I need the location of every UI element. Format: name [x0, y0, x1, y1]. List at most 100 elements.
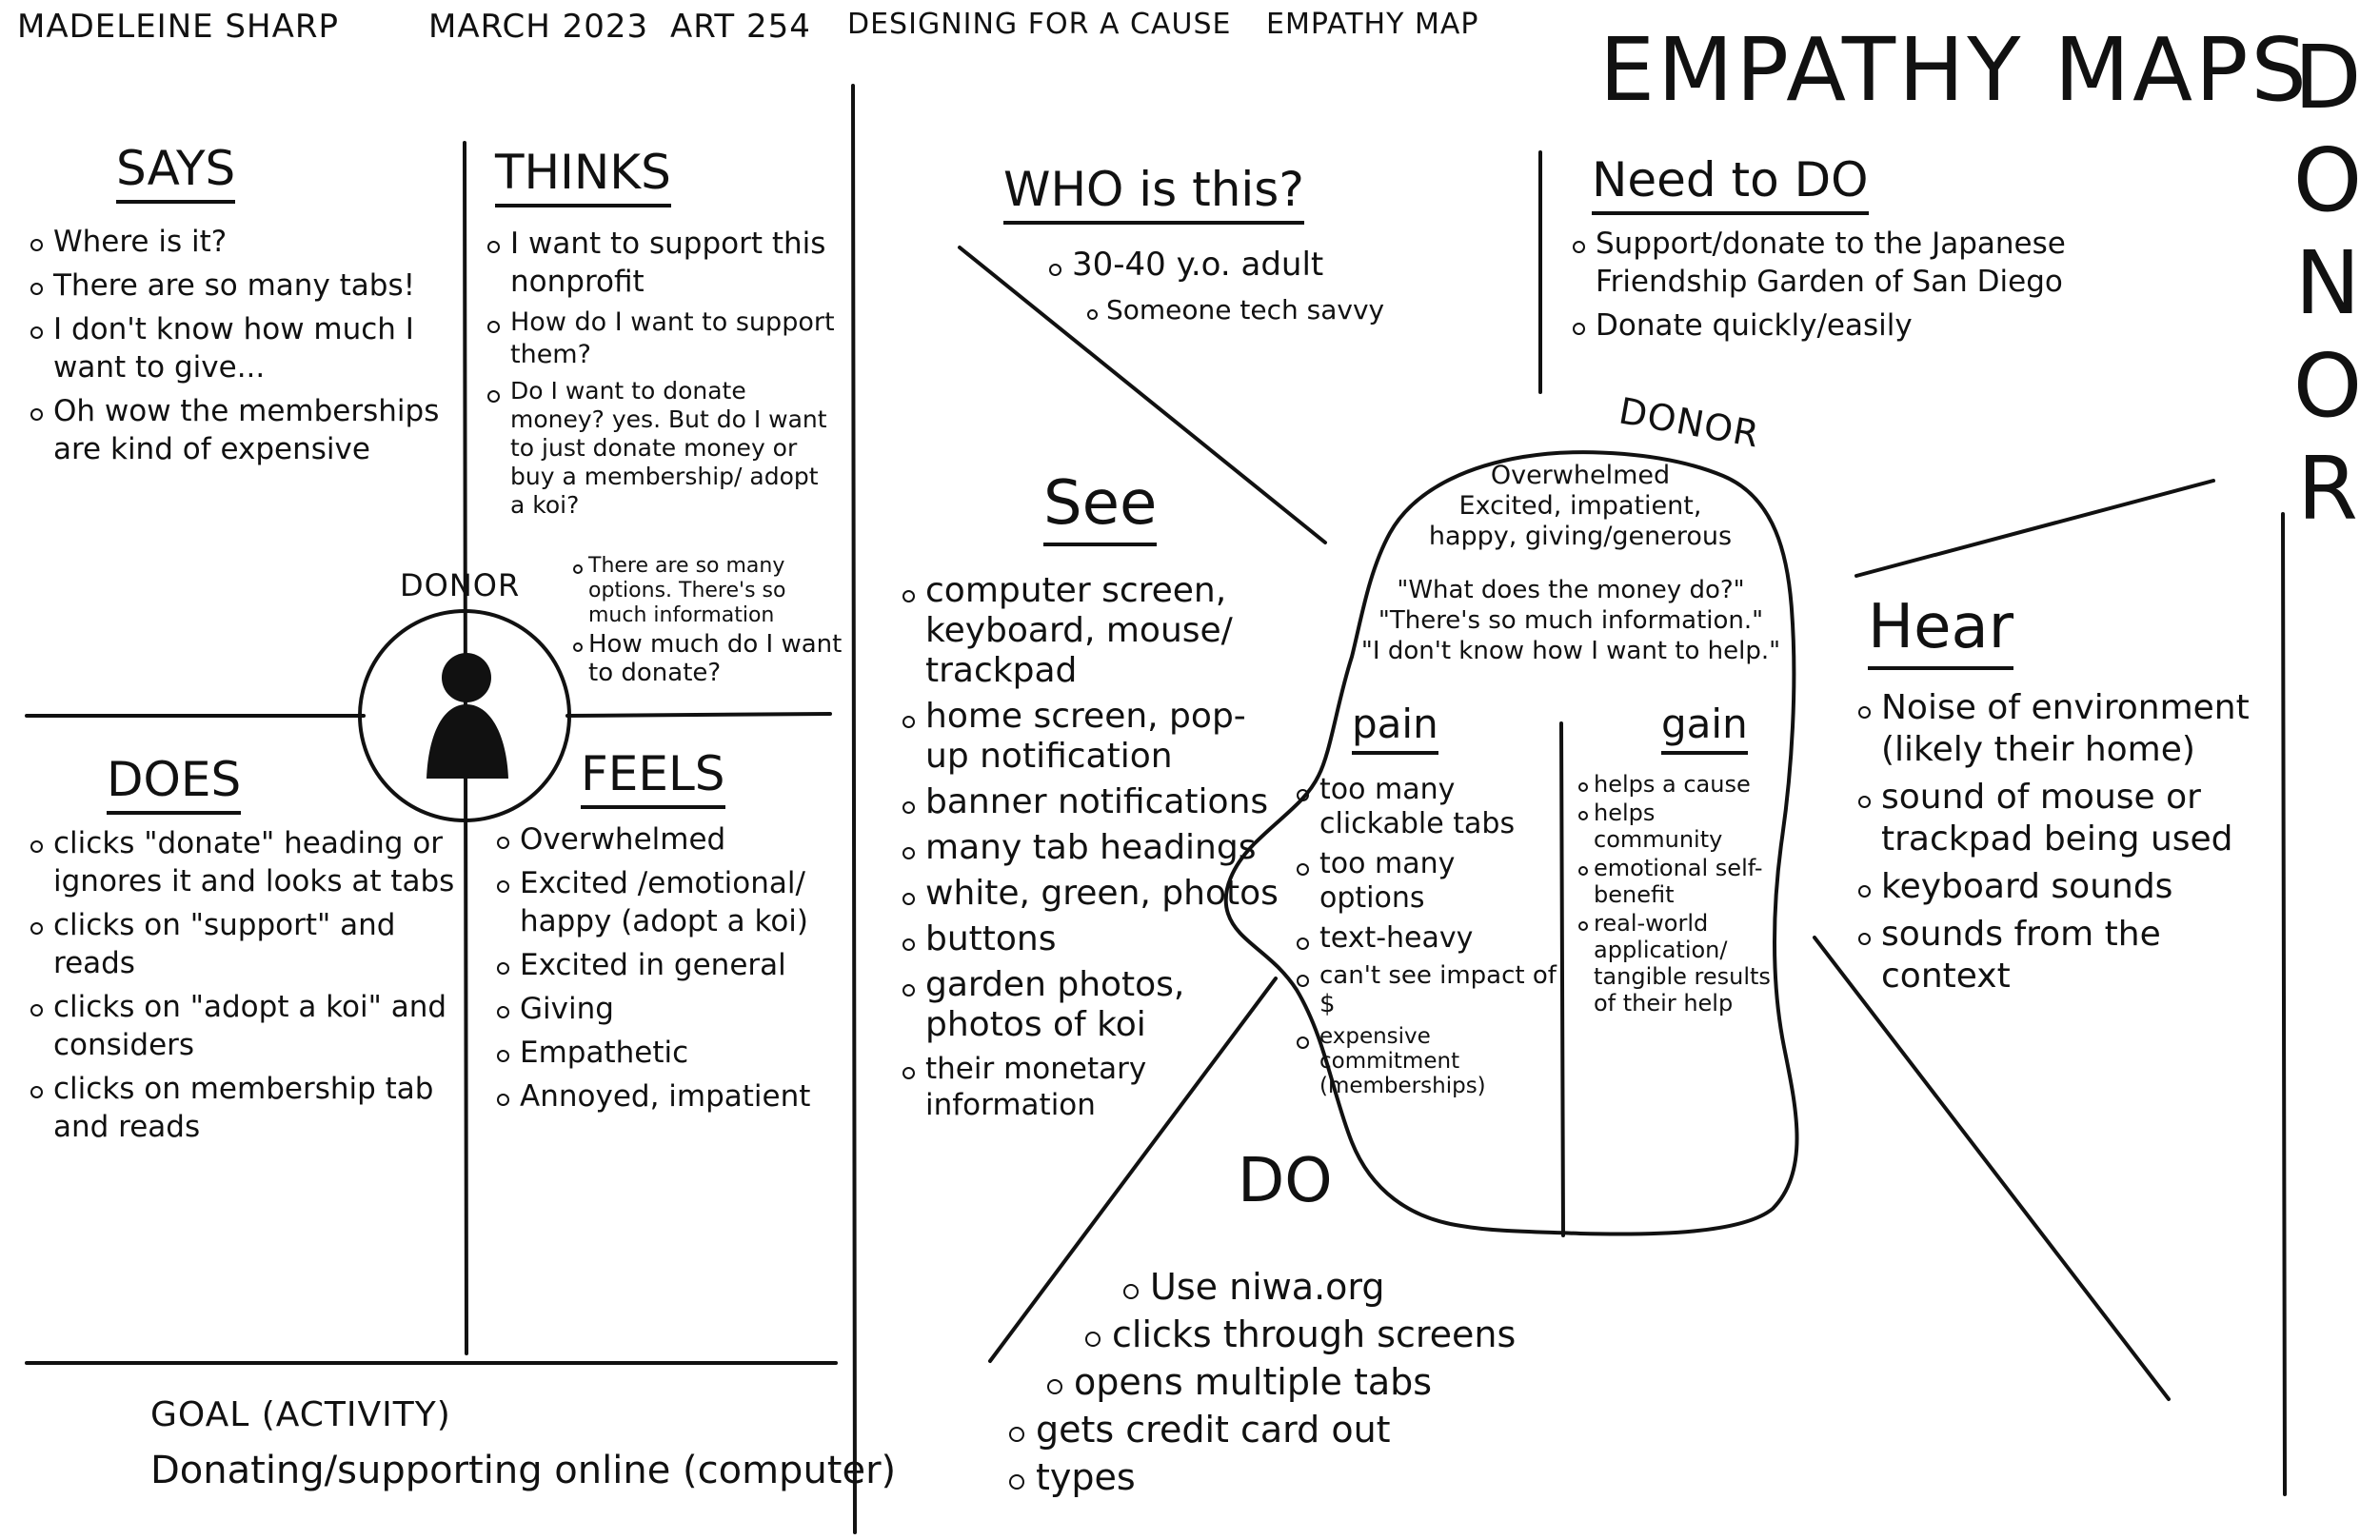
- list-item: Donate quickly/easily: [1571, 306, 2180, 345]
- list-item: I want to support this nonprofit: [486, 225, 838, 301]
- list-item: Where is it?: [29, 223, 455, 261]
- list-item: How much do I want to donate?: [571, 630, 847, 687]
- head-feeling: happy, giving/generous: [1428, 522, 1733, 551]
- persona-label: DONOR: [400, 567, 521, 603]
- list-item: How do I want to support them?: [486, 306, 838, 371]
- gain-heading: gain: [1661, 701, 1748, 755]
- list-item: Excited /emotional/ happy (adopt a koi): [495, 864, 838, 940]
- list-item: their monetary information: [901, 1051, 1281, 1123]
- header-date: MARCH 2023: [428, 8, 649, 46]
- list-item: Oh wow the memberships are kind of expen…: [29, 392, 455, 468]
- diagonal-top-left: [958, 246, 1327, 544]
- list-item: many tab headings: [901, 828, 1281, 868]
- list-item: clicks on "support" and reads: [29, 906, 455, 982]
- goal-label: GOAL (ACTIVITY): [150, 1395, 451, 1434]
- who-sublist: Someone tech savvy: [1085, 295, 1514, 329]
- head-quotes: "What does the money do?" "There's so mu…: [1352, 575, 1790, 666]
- head-feeling: Overwhelmed: [1490, 461, 1671, 490]
- do-heading: DO: [1238, 1146, 1333, 1216]
- list-item: Empathetic: [495, 1034, 838, 1072]
- header-course: ART 254: [670, 8, 811, 46]
- list-item: clicks on membership tab and reads: [29, 1070, 455, 1146]
- list-item: I don't know how much I want to give...: [29, 310, 455, 386]
- head-pain-gain-divider: [1559, 721, 1565, 1237]
- see-heading: See: [1043, 468, 1158, 546]
- right-edge-line: [2281, 512, 2287, 1496]
- list-item: helps community: [1577, 800, 1791, 853]
- thinks-sublist: There are so many options. There's so mu…: [571, 554, 847, 689]
- list-item: white, green, photos: [901, 874, 1281, 914]
- do-list-item-2: opens multiple tabs: [1047, 1361, 1432, 1403]
- who-list: 30-40 y.o. adult: [1047, 246, 1523, 289]
- does-list: clicks "donate" heading or ignores it an…: [29, 824, 455, 1152]
- feels-list: Overwhelmed Excited /emotional/ happy (a…: [495, 820, 838, 1121]
- goal-text: Donating/supporting online (computer): [150, 1449, 897, 1492]
- do-list-item-4: types: [1009, 1456, 1136, 1498]
- pain-heading: pain: [1352, 701, 1438, 755]
- list-item: Overwhelmed: [495, 820, 838, 859]
- list-item: too many options: [1295, 847, 1557, 916]
- list-item: home screen, pop-up notification: [901, 697, 1281, 777]
- list-item: can't see impact of $: [1295, 961, 1557, 1018]
- list-item: computer screen, keyboard, mouse/ trackp…: [901, 571, 1281, 691]
- list-item: keyboard sounds: [1856, 866, 2256, 908]
- gain-list: helps a cause helps community emotional …: [1577, 771, 1791, 1018]
- do-list-item-0: Use niwa.org: [1123, 1266, 1384, 1308]
- list-item: sound of mouse or trackpad being used: [1856, 777, 2256, 860]
- see-list: computer screen, keyboard, mouse/ trackp…: [901, 571, 1281, 1129]
- diagonal-top-right: [1854, 479, 2215, 578]
- do-list-item-3: gets credit card out: [1009, 1409, 1391, 1451]
- person-icon: [426, 653, 508, 779]
- list-item: sounds from the context: [1856, 914, 2256, 997]
- who-heading: WHO is this?: [1003, 162, 1304, 225]
- list-item: There are so many options. There's so mu…: [571, 554, 847, 628]
- list-item: real-world application/ tangible results…: [1577, 910, 1791, 1017]
- header-doc-type: EMPATHY MAP: [1266, 8, 1479, 41]
- header-author: MADELEINE SHARP: [17, 8, 339, 46]
- hear-list: Noise of environment (likely their home)…: [1856, 687, 2256, 1003]
- header-project: DESIGNING FOR A CAUSE: [847, 8, 1232, 41]
- vertical-donor-label: D O N O R: [2292, 27, 2363, 540]
- list-item: clicks "donate" heading or ignores it an…: [29, 824, 455, 900]
- list-item: Noise of environment (likely their home): [1856, 687, 2256, 771]
- page-title: EMPATHY MAPS: [1599, 19, 2310, 121]
- diagonal-bottom-left: [988, 977, 1278, 1363]
- list-item: clicks on "adopt a koi" and considers: [29, 988, 455, 1064]
- center-divider: [851, 84, 857, 1534]
- head-quote: "What does the money do?": [1397, 576, 1745, 604]
- list-item: Someone tech savvy: [1085, 295, 1514, 326]
- list-item: Do I want to donate money? yes. But do I…: [486, 377, 838, 520]
- head-silhouette-outline: [1223, 450, 1799, 1236]
- need-list: Support/donate to the Japanese Friendshi…: [1571, 225, 2180, 350]
- left-map-horizontal-divider-right: [565, 712, 832, 718]
- feels-heading: FEELS: [581, 746, 725, 809]
- list-item: expensive commitment (memberships): [1295, 1024, 1557, 1098]
- thinks-heading: THINKS: [495, 145, 671, 207]
- list-item: Support/donate to the Japanese Friendshi…: [1571, 225, 2180, 301]
- list-item: 30-40 y.o. adult: [1047, 246, 1523, 284]
- list-item: too many clickable tabs: [1295, 773, 1557, 841]
- head-quote: "There's so much information.": [1378, 606, 1764, 635]
- list-item: buttons: [901, 919, 1281, 959]
- says-heading: SAYS: [116, 141, 236, 204]
- list-item: There are so many tabs!: [29, 267, 455, 305]
- list-item: text-heavy: [1295, 921, 1557, 956]
- head-feelings: Overwhelmed Excited, impatient, happy, g…: [1399, 461, 1761, 552]
- does-heading: DOES: [107, 752, 242, 815]
- list-item: garden photos, photos of koi: [901, 965, 1281, 1045]
- list-item: emotional self-benefit: [1577, 855, 1791, 908]
- list-item: Annoyed, impatient: [495, 1077, 838, 1116]
- thinks-list: I want to support this nonprofit How do …: [486, 225, 838, 525]
- diagonal-bottom-right: [1813, 936, 2171, 1401]
- list-item: banner notifications: [901, 782, 1281, 822]
- list-item: Giving: [495, 990, 838, 1028]
- pain-list: too many clickable tabs too many options…: [1295, 773, 1557, 1104]
- list-item: helps a cause: [1577, 771, 1791, 798]
- head-quote: "I don't know how I want to help.": [1360, 637, 1781, 665]
- do-list-item-1: clicks through screens: [1085, 1313, 1516, 1355]
- says-list: Where is it? There are so many tabs! I d…: [29, 223, 455, 474]
- hear-heading: Hear: [1868, 592, 2014, 670]
- need-heading: Need to DO: [1592, 152, 1869, 215]
- persona-circle: [358, 609, 571, 822]
